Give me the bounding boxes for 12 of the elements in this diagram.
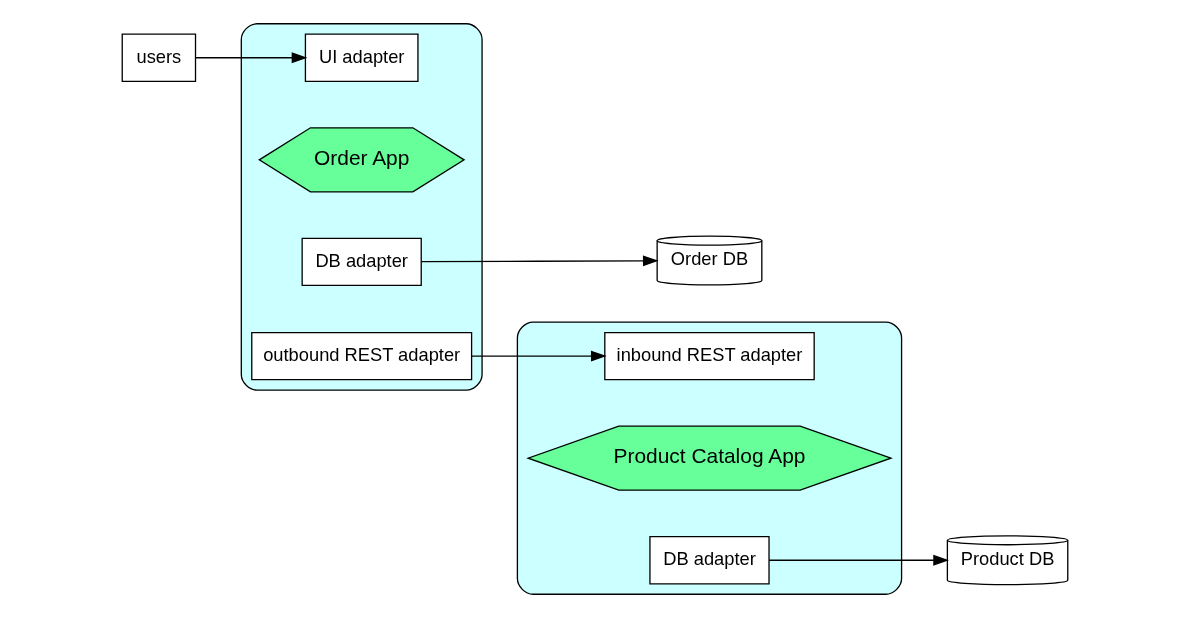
node-box: DB adapter xyxy=(648,536,770,585)
node-box: UI adapter xyxy=(304,33,419,82)
node-box: users xyxy=(121,33,196,82)
arrow xyxy=(470,350,607,362)
node-box: outbound REST adapter xyxy=(250,331,472,381)
cluster xyxy=(516,321,902,595)
cluster xyxy=(240,23,483,391)
node-box: DB adapter xyxy=(301,237,422,287)
arrow xyxy=(194,52,307,64)
node-box: inbound REST adapter xyxy=(603,331,815,381)
arrow xyxy=(768,554,949,566)
arrow xyxy=(420,255,659,267)
